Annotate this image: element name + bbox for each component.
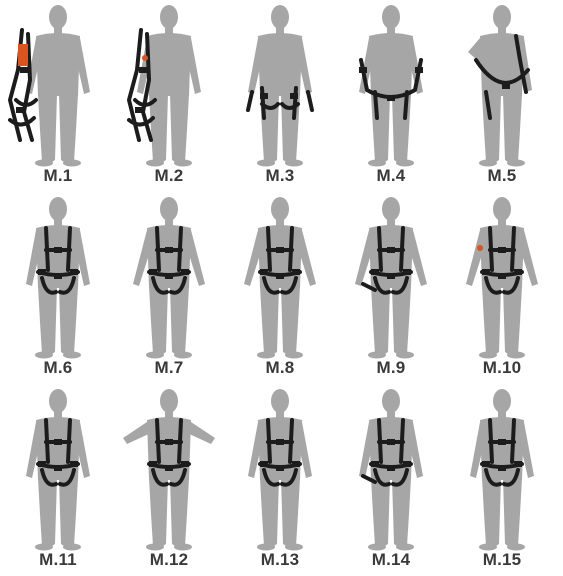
step-label: M.4 [335, 166, 447, 186]
instruction-step: M.10 [446, 192, 558, 384]
step-label: M.12 [113, 550, 225, 570]
instruction-step: M.13 [224, 384, 336, 576]
step-label: M.10 [446, 358, 558, 378]
harness-back-pad [18, 44, 28, 66]
instruction-step: M.6 [2, 192, 114, 384]
step-label: M.6 [2, 358, 114, 378]
harness-d-ring [477, 245, 483, 251]
harness-d-ring [142, 55, 148, 61]
step-illustration [335, 0, 447, 192]
step-illustration [113, 384, 225, 576]
step-label: M.9 [335, 358, 447, 378]
instruction-step: M.8 [224, 192, 336, 384]
instruction-step: M.15 [446, 384, 558, 576]
step-label: M.1 [2, 166, 114, 186]
instruction-step: M.9 [335, 192, 447, 384]
instruction-step: M.12 [113, 384, 225, 576]
instruction-step: M.4 [335, 0, 447, 192]
step-illustration [446, 0, 558, 192]
step-label: M.11 [2, 550, 114, 570]
step-label: M.5 [446, 166, 558, 186]
step-illustration [335, 384, 447, 576]
instruction-step: M.3 [224, 0, 336, 192]
instruction-step: M.5 [446, 0, 558, 192]
instruction-step: M.14 [335, 384, 447, 576]
step-illustration [2, 0, 114, 192]
instruction-step: M.2 [113, 0, 225, 192]
step-label: M.15 [446, 550, 558, 570]
person-silhouette [248, 5, 312, 167]
person-silhouette [359, 5, 423, 167]
person-silhouette [26, 5, 90, 167]
step-illustration [2, 384, 114, 576]
step-illustration [446, 192, 558, 384]
step-label: M.3 [224, 166, 336, 186]
step-illustration [224, 0, 336, 192]
step-label: M.2 [113, 166, 225, 186]
instruction-step: M.7 [113, 192, 225, 384]
step-illustration [113, 0, 225, 192]
instruction-step: M.1 [2, 0, 114, 192]
instruction-step: M.11 [2, 384, 114, 576]
step-label: M.14 [335, 550, 447, 570]
step-illustration [2, 192, 114, 384]
step-illustration [224, 384, 336, 576]
step-label: M.8 [224, 358, 336, 378]
step-illustration [446, 384, 558, 576]
step-illustration [335, 192, 447, 384]
step-label: M.13 [224, 550, 336, 570]
step-label: M.7 [113, 358, 225, 378]
step-illustration [113, 192, 225, 384]
step-illustration [224, 192, 336, 384]
person-silhouette [468, 5, 532, 167]
